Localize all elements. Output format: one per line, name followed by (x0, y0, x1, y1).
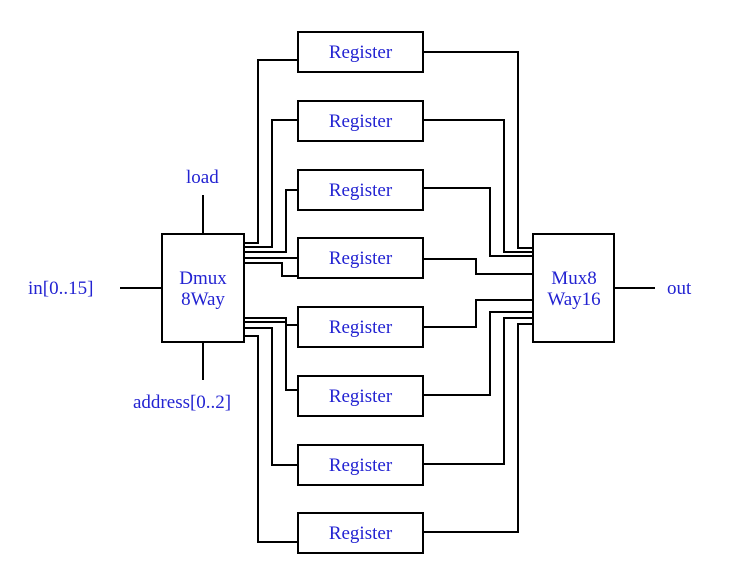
register-8: Register (297, 512, 424, 554)
in-label: in[0..15] (28, 278, 93, 299)
register-5: Register (297, 306, 424, 348)
mux8way16-block: Mux8 Way16 (532, 233, 615, 343)
register-7-label: Register (329, 455, 393, 476)
dmux8way-box (161, 233, 245, 343)
register-3-to-mux-wire (423, 187, 533, 257)
dmux-to-register-1-wire (244, 59, 298, 244)
dmux-to-register-3-wire (244, 189, 298, 253)
dmux-to-register-7-wire (244, 327, 298, 466)
dmux-to-register-4b-wire (244, 262, 298, 277)
mux-label-line1: Mux8 (551, 268, 596, 289)
register-4-label: Register (329, 248, 393, 269)
wires (120, 51, 655, 543)
register-6: Register (297, 375, 424, 417)
register-3: Register (297, 169, 424, 211)
register-7-to-mux-wire (423, 317, 533, 465)
register-7: Register (297, 444, 424, 486)
register-4-box (297, 237, 424, 279)
register-4-to-mux-wire (423, 258, 533, 275)
dmux-to-register-8-wire (244, 335, 298, 543)
register-1-box (297, 31, 424, 73)
register-2-to-mux-wire (423, 119, 533, 253)
register-3-box (297, 169, 424, 211)
out-label: out (667, 278, 692, 299)
dmux-label-line2: 8Way (181, 289, 225, 310)
register-3-label: Register (329, 180, 393, 201)
register-6-to-mux-wire (423, 311, 533, 396)
register-1: Register (297, 31, 424, 73)
register-5-label: Register (329, 317, 393, 338)
address-label: address[0..2] (133, 392, 231, 413)
mux8way16-box (532, 233, 615, 343)
register-6-label: Register (329, 386, 393, 407)
registers: Register Register Register Register Regi… (297, 31, 424, 554)
dmux-to-register-6-wire (244, 321, 298, 391)
mux-label-line2: Way16 (547, 289, 600, 310)
register-5-to-mux-wire (423, 299, 533, 328)
register-8-label: Register (329, 523, 393, 544)
register-4: Register (297, 237, 424, 279)
register-2-box (297, 100, 424, 142)
dmux-label-line1: Dmux (179, 268, 227, 289)
dmux8way-block: Dmux 8Way (161, 233, 245, 343)
load-label: load (186, 167, 219, 188)
register-6-box (297, 375, 424, 417)
register-7-box (297, 444, 424, 486)
register-2-label: Register (329, 111, 393, 132)
register-1-to-mux-wire (423, 51, 533, 249)
register-2: Register (297, 100, 424, 142)
register-5-box (297, 306, 424, 348)
dmux-to-register-2-wire (244, 119, 298, 248)
register-8-to-mux-wire (423, 323, 533, 533)
register-8-box (297, 512, 424, 554)
register-1-label: Register (329, 42, 393, 63)
